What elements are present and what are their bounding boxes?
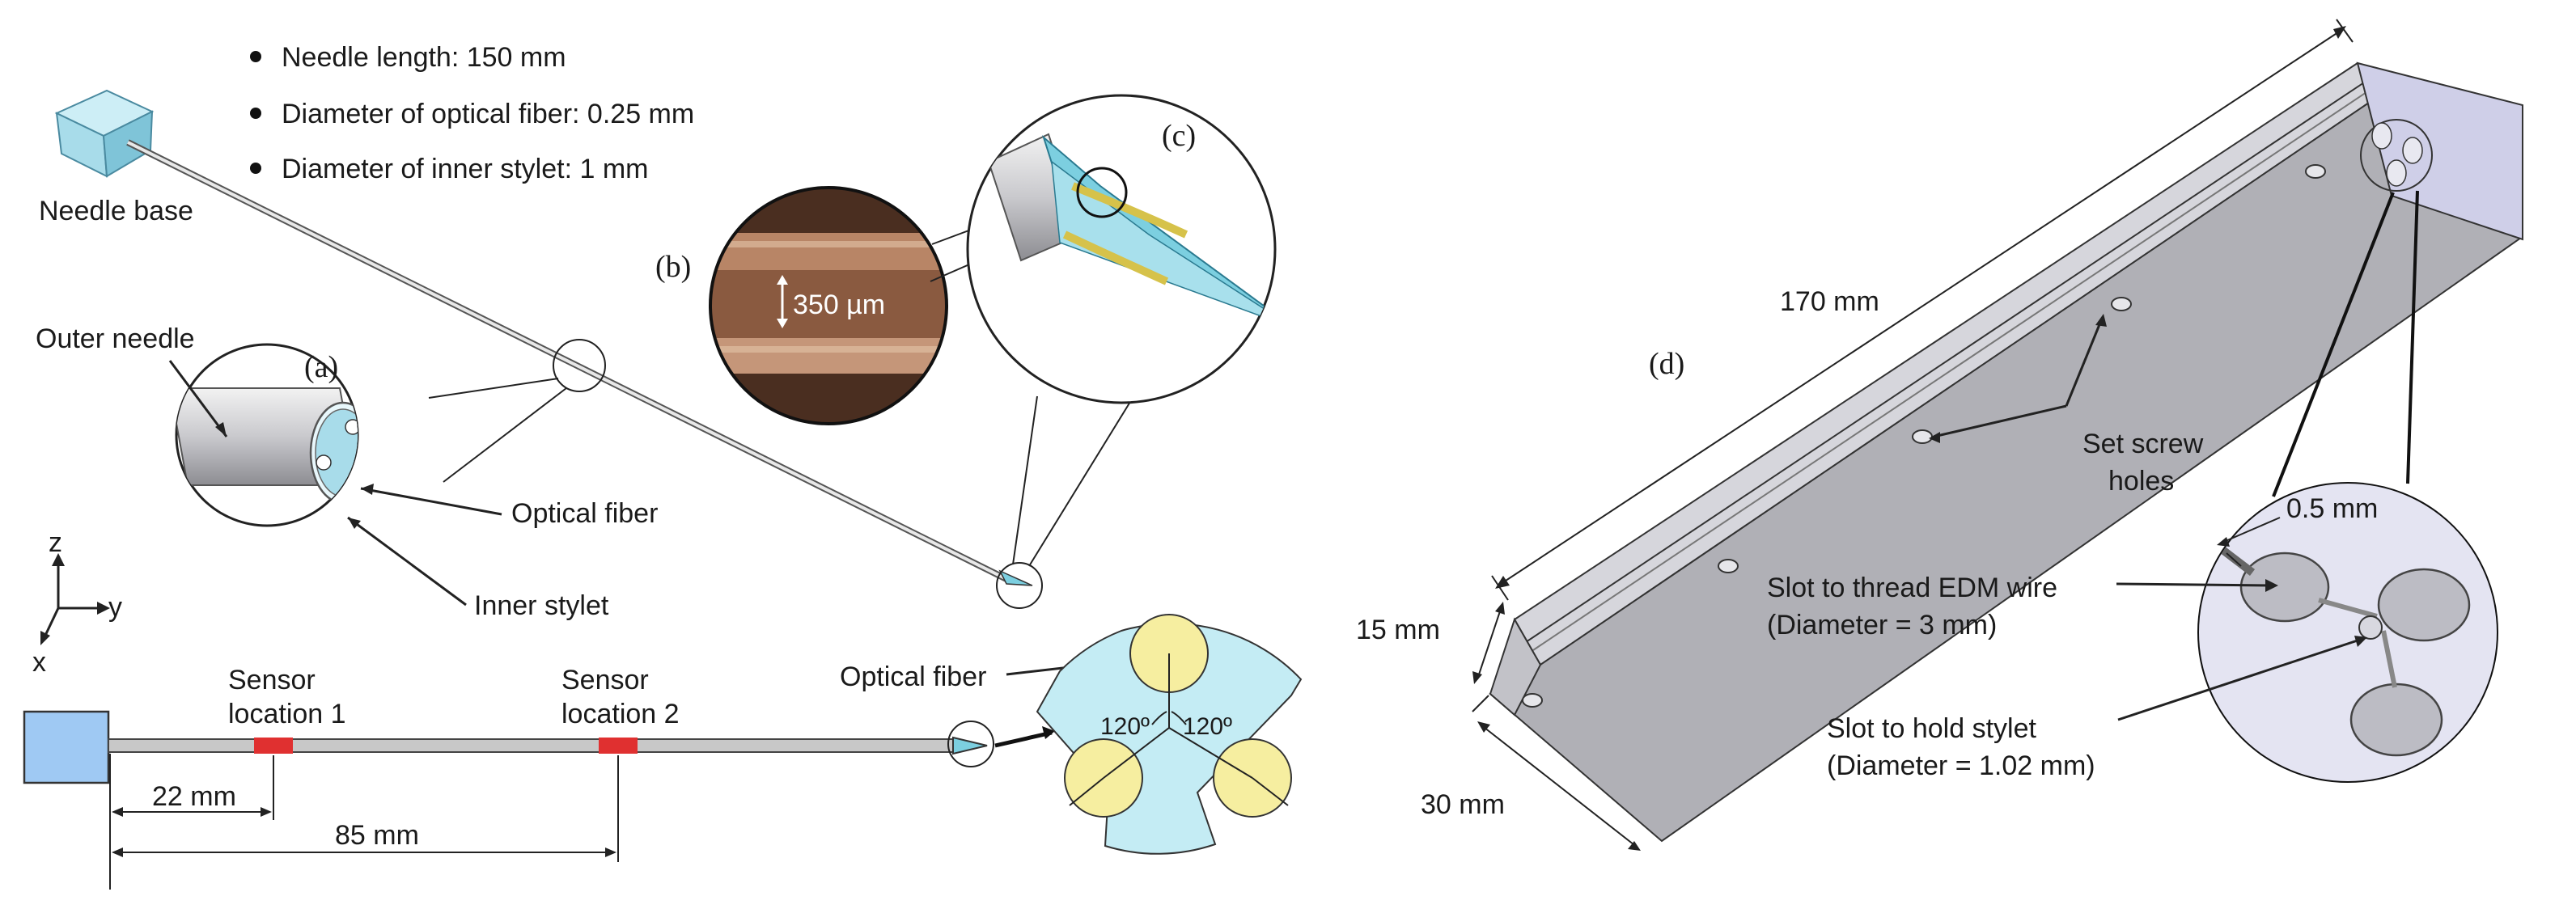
dim-30 bbox=[1472, 695, 1641, 851]
inner-stylet-label: Inner stylet bbox=[474, 590, 609, 621]
dim-85-label: 85 mm bbox=[335, 820, 419, 851]
inset-b-micrograph: 350 µm bbox=[709, 186, 948, 425]
inset-d-detail bbox=[2197, 482, 2498, 783]
slot-stylet-label-line2: (Diameter = 1.02 mm) bbox=[1827, 750, 2095, 781]
outer-needle-leader bbox=[168, 360, 228, 437]
schematic-needle-shaft bbox=[108, 738, 954, 753]
set-screw-label: Set screw bbox=[2082, 429, 2204, 459]
scale-350-label: 350 µm bbox=[793, 290, 885, 320]
schematic-base-square bbox=[23, 710, 110, 784]
angle-left-label: 120º bbox=[1100, 713, 1150, 740]
dim-170-label: 170 mm bbox=[1780, 286, 1879, 317]
panel-label-c: (c) bbox=[1162, 119, 1196, 153]
spec-item: Diameter of optical fiber: 0.25 mm bbox=[282, 99, 694, 129]
optical-fiber-label-a: Optical fiber bbox=[511, 498, 658, 529]
axis-y-label: y bbox=[108, 592, 122, 623]
axis-z-label: z bbox=[49, 527, 62, 558]
panel-label-b: (b) bbox=[655, 250, 691, 284]
axis-triad bbox=[40, 553, 110, 645]
dim-15-label: 15 mm bbox=[1356, 615, 1440, 645]
callout-circle-a bbox=[553, 339, 606, 392]
inset-c-tip bbox=[966, 94, 1277, 404]
spec-list: Needle length: 150 mm Diameter of optica… bbox=[250, 42, 694, 184]
slot-edm-label: Slot to thread EDM wire bbox=[1767, 573, 2057, 603]
dim-15 bbox=[1472, 602, 1505, 684]
angle-right-label: 120º bbox=[1183, 713, 1232, 740]
sensor-1-label: Sensor bbox=[228, 665, 316, 695]
needle-base-cube bbox=[54, 89, 155, 178]
needle-schematic bbox=[23, 710, 994, 784]
optical-fiber-bottom-label: Optical fiber bbox=[840, 662, 986, 692]
callout-circle-tip bbox=[996, 562, 1043, 609]
slot-stylet-label: Slot to hold stylet bbox=[1827, 713, 2036, 744]
dim-170 bbox=[1491, 19, 2354, 601]
dim-30-label: 30 mm bbox=[1421, 789, 1505, 820]
inset-a bbox=[175, 343, 359, 527]
dim-05-label: 0.5 mm bbox=[2286, 493, 2378, 524]
sensor-2-label: Sensor bbox=[561, 665, 649, 695]
axis-x-label: x bbox=[32, 647, 46, 678]
fiber-cross-section bbox=[1036, 614, 1303, 855]
dimension-lines bbox=[109, 754, 619, 890]
spec-item: Diameter of inner stylet: 1 mm bbox=[282, 154, 648, 184]
dim-22-label: 22 mm bbox=[152, 781, 236, 812]
spec-item: Needle length: 150 mm bbox=[282, 42, 566, 73]
long-needle bbox=[126, 139, 1033, 586]
sensor-1-label-line2: location 1 bbox=[228, 699, 346, 729]
set-screw-label-line2: holes bbox=[2108, 466, 2174, 497]
fixture-block bbox=[1489, 61, 2523, 843]
sensor-2-label-line2: location 2 bbox=[561, 699, 680, 729]
needle-base-label: Needle base bbox=[39, 196, 193, 226]
sensor-marker-2 bbox=[599, 738, 638, 754]
panel-label-a: (a) bbox=[304, 350, 338, 384]
outer-needle-label: Outer needle bbox=[36, 323, 195, 354]
panel-label-d: (d) bbox=[1649, 347, 1684, 381]
sensor-marker-1 bbox=[254, 738, 293, 754]
slot-edm-label-line2: (Diameter = 3 mm) bbox=[1767, 610, 1997, 640]
